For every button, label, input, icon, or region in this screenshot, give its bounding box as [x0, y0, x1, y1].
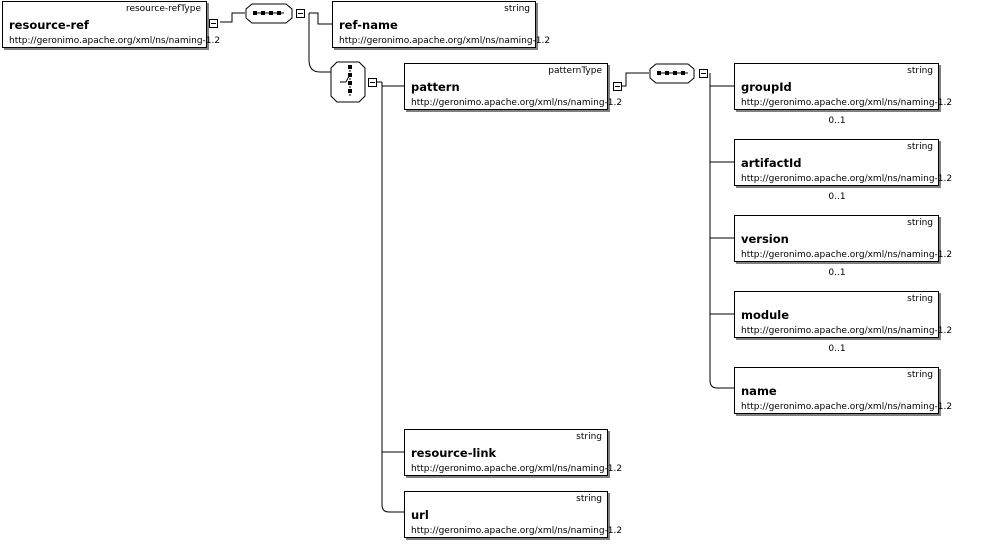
element-type: string: [576, 432, 602, 442]
element-namespace: http://geronimo.apache.org/xml/ns/naming…: [411, 98, 623, 108]
version-occurrence: 0..1: [828, 268, 846, 278]
element-namespace: http://geronimo.apache.org/xml/ns/naming…: [339, 36, 551, 46]
choice-collapse-toggle[interactable]: [368, 78, 377, 87]
element-name: name: [741, 384, 777, 398]
element-name: pattern: [411, 80, 460, 94]
element-url[interactable]: string url http://geronimo.apache.org/xm…: [404, 491, 622, 538]
element-name: module: [741, 308, 790, 322]
element-type: string: [907, 294, 933, 304]
element-artifactId[interactable]: string artifactId http://geronimo.apache…: [734, 139, 952, 186]
element-type: string: [907, 142, 933, 152]
element-type: string: [907, 218, 933, 228]
element-resource-ref[interactable]: resource-refType resource-ref http://ger…: [2, 1, 220, 48]
element-namespace: http://geronimo.apache.org/xml/ns/naming…: [741, 174, 953, 184]
element-name-node[interactable]: string name http://geronimo.apache.org/x…: [734, 367, 952, 414]
sequence-compositor-1: [245, 3, 293, 24]
groupId-occurrence: 0..1: [828, 116, 846, 126]
module-occurrence: 0..1: [828, 344, 846, 354]
element-name: resource-ref: [9, 18, 89, 32]
element-version[interactable]: string version http://geronimo.apache.or…: [734, 215, 952, 262]
element-name: artifactId: [741, 156, 802, 170]
sequence-compositor-2: [649, 63, 695, 84]
sequence-1-collapse-toggle[interactable]: [296, 9, 305, 18]
element-namespace: http://geronimo.apache.org/xml/ns/naming…: [741, 250, 953, 260]
sequence-2-collapse-toggle[interactable]: [699, 69, 708, 78]
element-namespace: http://geronimo.apache.org/xml/ns/naming…: [411, 464, 623, 474]
element-pattern[interactable]: patternType pattern http://geronimo.apac…: [404, 63, 622, 110]
element-type: string: [576, 494, 602, 504]
element-name: version: [741, 232, 789, 246]
element-namespace: http://geronimo.apache.org/xml/ns/naming…: [741, 326, 953, 336]
element-name: resource-link: [411, 446, 497, 460]
element-name: groupId: [741, 80, 792, 94]
element-groupId[interactable]: string groupId http://geronimo.apache.or…: [734, 63, 952, 110]
element-type: patternType: [548, 66, 602, 76]
element-module[interactable]: string module http://geronimo.apache.org…: [734, 291, 952, 338]
resource-ref-collapse-toggle[interactable]: [209, 19, 218, 28]
pattern-collapse-toggle[interactable]: [613, 82, 622, 91]
element-resource-link[interactable]: string resource-link http://geronimo.apa…: [404, 429, 622, 476]
artifactId-occurrence: 0..1: [828, 192, 846, 202]
choice-compositor: [330, 61, 366, 103]
element-type: string: [907, 370, 933, 380]
element-namespace: http://geronimo.apache.org/xml/ns/naming…: [741, 402, 953, 412]
element-namespace: http://geronimo.apache.org/xml/ns/naming…: [741, 98, 953, 108]
element-name: url: [411, 508, 429, 522]
element-type: string: [504, 4, 530, 14]
element-namespace: http://geronimo.apache.org/xml/ns/naming…: [9, 36, 221, 46]
element-name: ref-name: [339, 18, 398, 32]
element-ref-name[interactable]: string ref-name http://geronimo.apache.o…: [332, 1, 550, 48]
element-namespace: http://geronimo.apache.org/xml/ns/naming…: [411, 526, 623, 536]
element-type: string: [907, 66, 933, 76]
element-type: resource-refType: [125, 4, 201, 14]
